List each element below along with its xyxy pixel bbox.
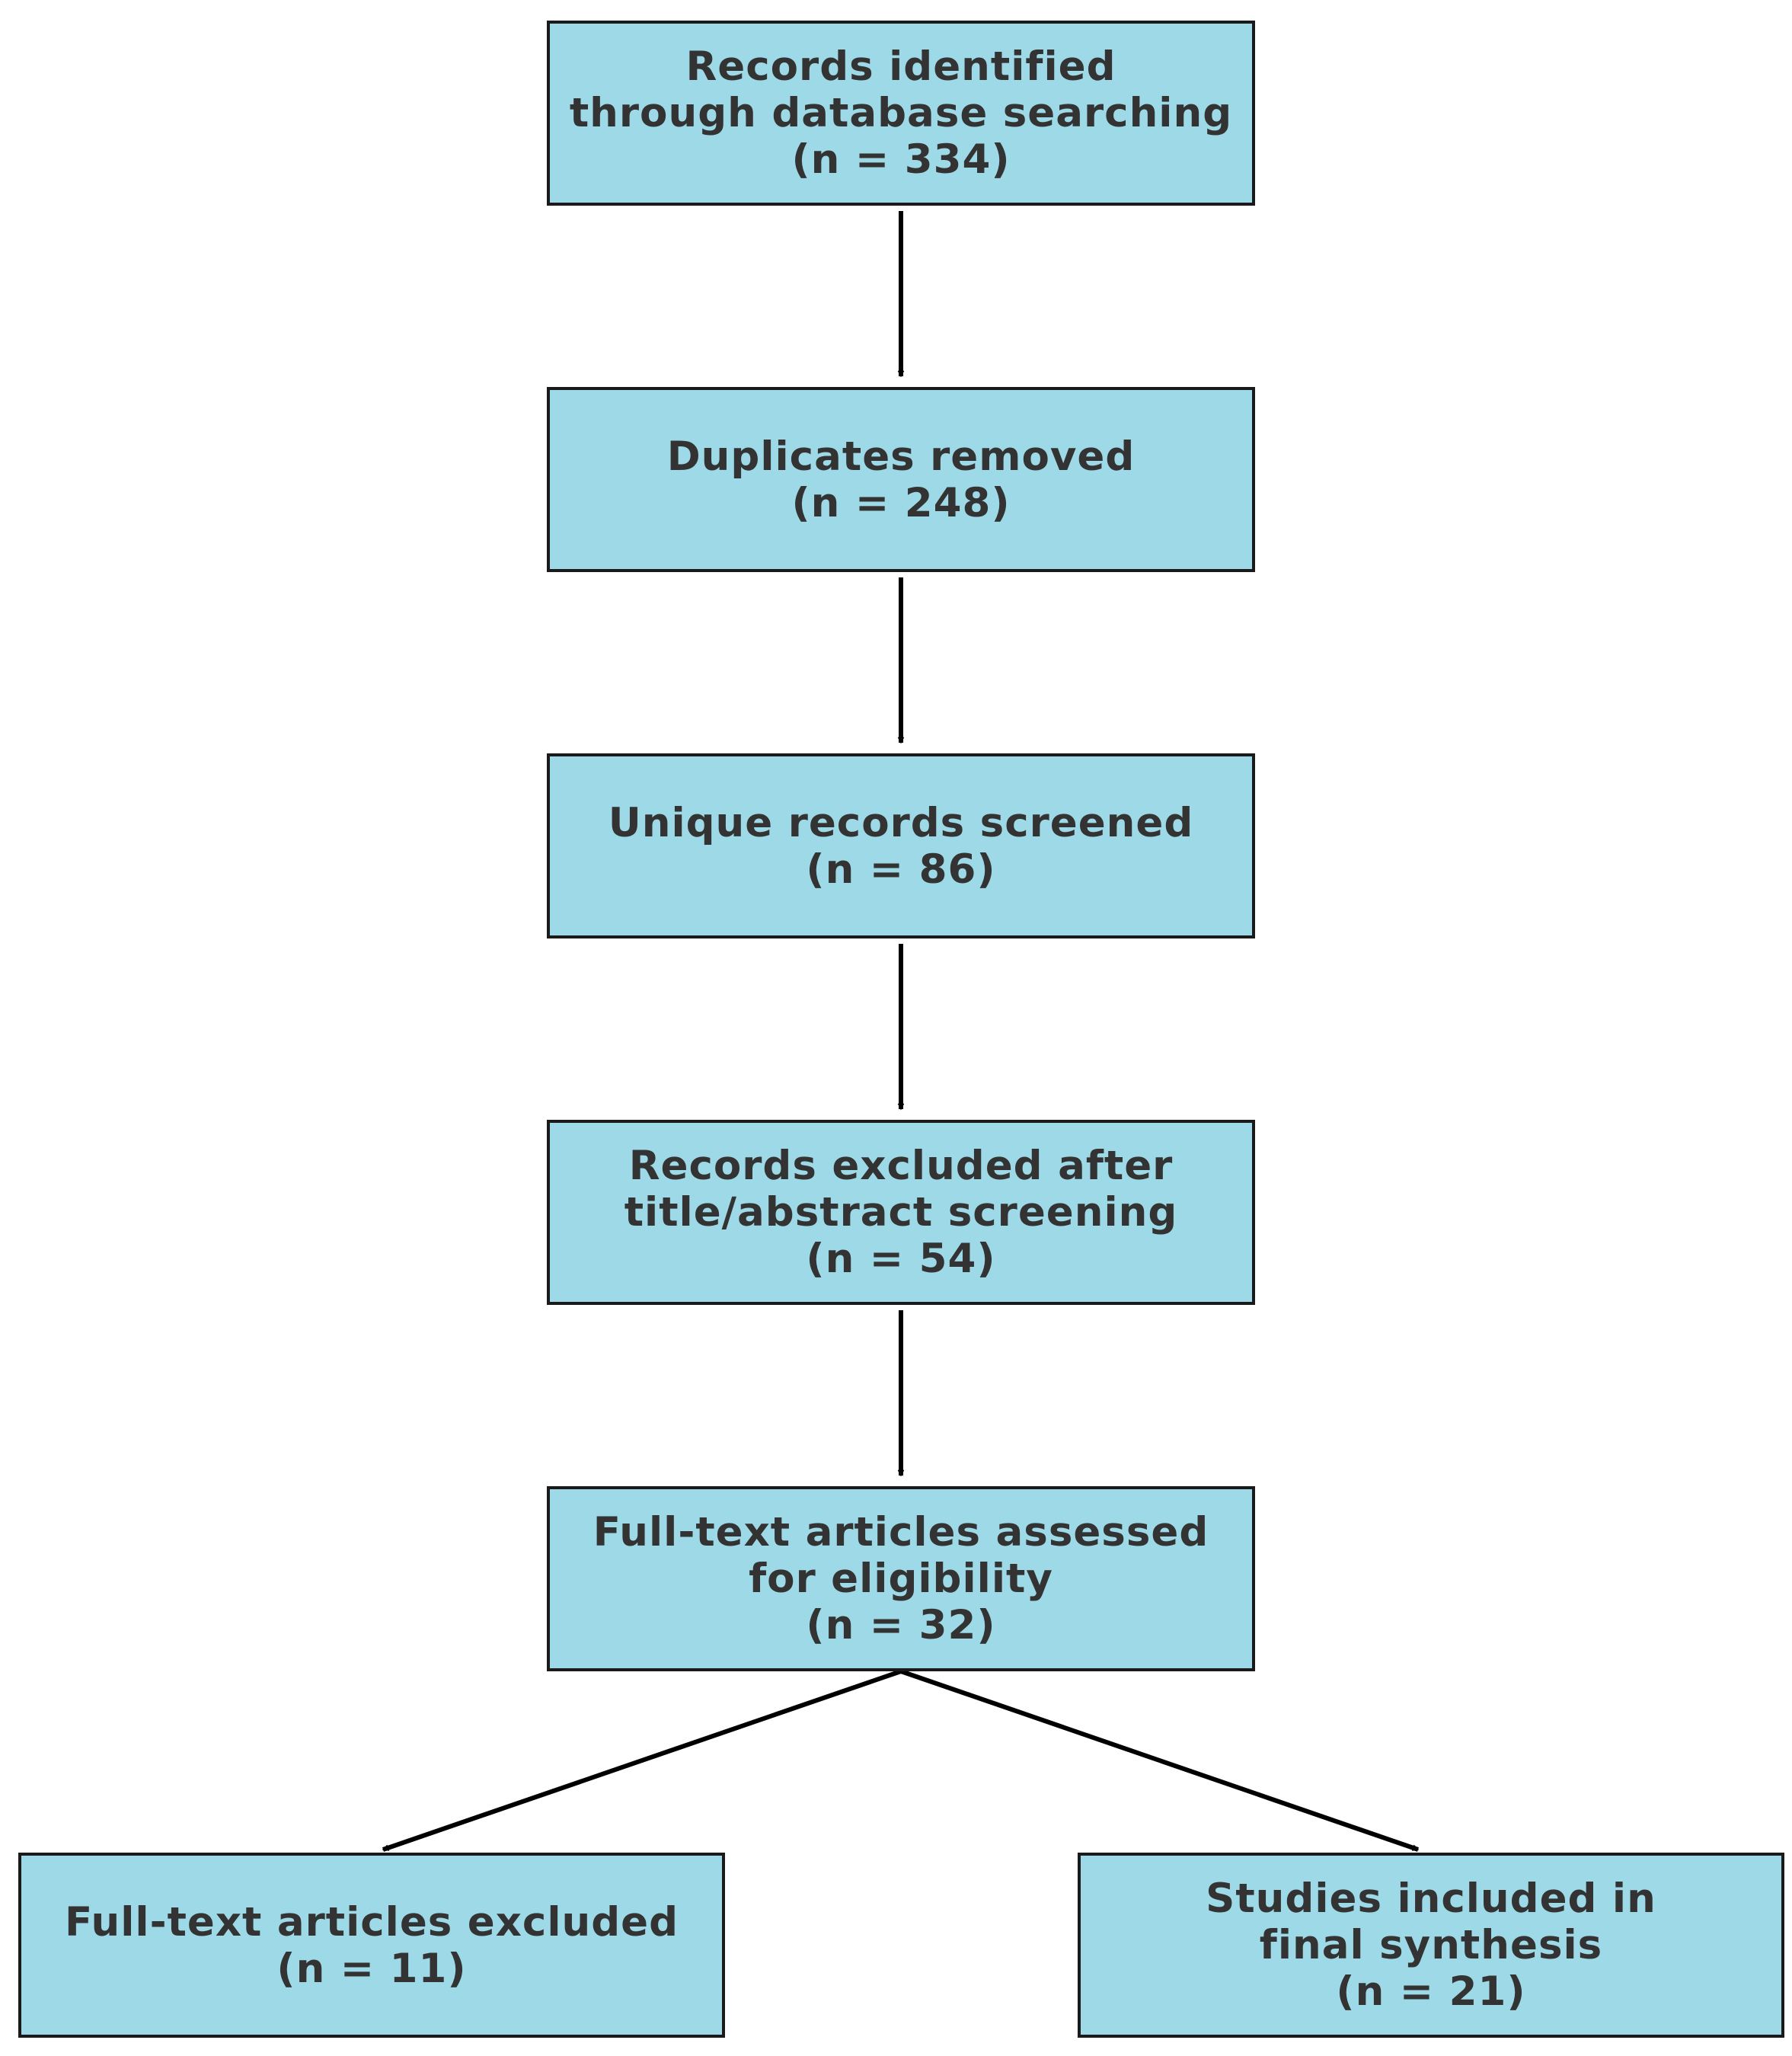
node-unique-records-screened: Unique records screened (n = 86) xyxy=(547,753,1255,938)
node-full-text-assessed: Full-text articles assessed for eligibil… xyxy=(547,1486,1255,1671)
node-count: (n = 86) xyxy=(806,846,996,893)
node-label-line1: Unique records screened xyxy=(608,799,1194,846)
arrow-n5-n7 xyxy=(900,1669,1418,1852)
node-label-line2: through database searching xyxy=(569,90,1233,136)
node-records-identified: Records identified through database sear… xyxy=(547,21,1255,206)
node-label-line1: Records identified xyxy=(685,43,1116,90)
node-label-line1: Studies included in xyxy=(1206,1875,1656,1922)
node-label-line1: Duplicates removed xyxy=(666,433,1136,480)
node-label-line2: final synthesis xyxy=(1259,1922,1603,1968)
node-count: (n = 11) xyxy=(276,1945,467,1992)
node-full-text-excluded: Full-text articles excluded (n = 11) xyxy=(18,1853,725,2038)
node-count: (n = 32) xyxy=(806,1602,996,1648)
node-records-excluded: Records excluded after title/abstract sc… xyxy=(547,1120,1255,1305)
node-count: (n = 248) xyxy=(791,479,1011,526)
arrow-n5-n6 xyxy=(383,1669,902,1852)
node-count: (n = 21) xyxy=(1336,1968,1526,2015)
node-label-line1: Full-text articles assessed xyxy=(593,1509,1209,1556)
node-count: (n = 54) xyxy=(806,1236,996,1282)
node-studies-included: Studies included in final synthesis (n =… xyxy=(1078,1853,1784,2038)
node-label-line2: for eligibility xyxy=(749,1556,1053,1602)
node-label-line1: Records excluded after xyxy=(628,1143,1174,1189)
node-duplicates-removed: Duplicates removed (n = 248) xyxy=(547,387,1255,572)
node-count: (n = 334) xyxy=(791,136,1011,183)
node-label-line2: title/abstract screening xyxy=(624,1189,1178,1236)
node-label-line1: Full-text articles excluded xyxy=(64,1898,679,1946)
